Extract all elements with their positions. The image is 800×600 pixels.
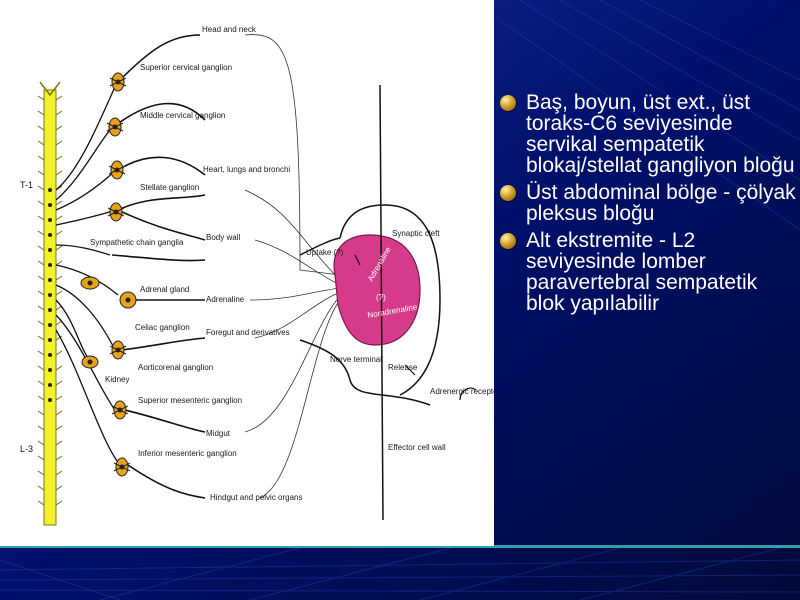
postganglionic-fibers: [111, 34, 206, 499]
bullet-icon: [500, 95, 516, 111]
label-aorticorenal: Aorticorenal ganglion: [138, 363, 213, 372]
bullet-item: Baş, boyun, üst ext., üst toraks-C6 sevi…: [498, 92, 798, 176]
bullet-text: Baş, boyun, üst ext., üst toraks-C6 sevi…: [526, 91, 795, 177]
converging-fibers: [244, 34, 341, 499]
label-adrenaline: Adrenaline: [206, 295, 245, 304]
label-t1: T-1: [20, 180, 33, 190]
label-uptake: Uptake (?): [306, 248, 344, 257]
bullet-icon: [500, 185, 516, 201]
bullet-item: Alt ekstremite - L2 seviyesinde lomber p…: [498, 230, 798, 314]
label-nerve-terminal: Nerve terminal: [330, 355, 382, 364]
label-question: (?): [376, 293, 386, 302]
label-sympathetic-chain: Sympathetic chain ganglia: [90, 238, 184, 247]
nerve-terminal-synapse: [299, 84, 477, 521]
label-effector-cell-wall: Effector cell wall: [388, 443, 446, 452]
bullet-text: Alt ekstremite - L2 seviyesinde lomber p…: [526, 229, 758, 315]
bullet-list: Baş, boyun, üst ext., üst toraks-C6 sevi…: [498, 92, 798, 320]
ganglia: [80, 72, 137, 477]
label-heart: Heart, lungs and bronchi: [203, 165, 290, 174]
label-midgut: Midgut: [206, 429, 231, 438]
spinal-cord: [37, 81, 63, 526]
bullet-icon: [500, 233, 516, 249]
label-kidney: Kidney: [105, 375, 129, 384]
label-foregut: Foregut and derivatives: [206, 328, 290, 337]
label-superior-mesenteric: Superior mesenteric ganglion: [138, 396, 242, 405]
label-head-neck: Head and neck: [202, 25, 257, 34]
label-adrenergic-receptor: Adrenergic receptor: [430, 387, 494, 396]
label-release: Release: [388, 363, 418, 372]
label-middle-cervical: Middle cervical ganglion: [140, 111, 225, 120]
sympathetic-nervous-system-diagram: Head and neck Superior cervical ganglion…: [0, 0, 494, 546]
label-synaptic-cleft: Synaptic cleft: [392, 229, 440, 238]
label-adrenal-gland: Adrenal gland: [140, 285, 189, 294]
bullet-text: Üst abdominal bölge - çölyak pleksus blo…: [526, 181, 796, 225]
label-celiac: Celiac ganglion: [135, 323, 190, 332]
divider-line: [0, 545, 800, 548]
preganglionic-fibers: [55, 79, 121, 466]
label-hindgut: Hindgut and pelvic organs: [210, 493, 303, 502]
label-superior-cervical: Superior cervical ganglion: [140, 63, 232, 72]
label-stellate: Stellate ganglion: [140, 183, 199, 192]
label-body-wall: Body wall: [206, 233, 240, 242]
label-l3: L-3: [20, 444, 33, 454]
label-inferior-mesenteric: Inferior mesenteric ganglion: [138, 449, 237, 458]
bullet-item: Üst abdominal bölge - çölyak pleksus blo…: [498, 182, 798, 224]
